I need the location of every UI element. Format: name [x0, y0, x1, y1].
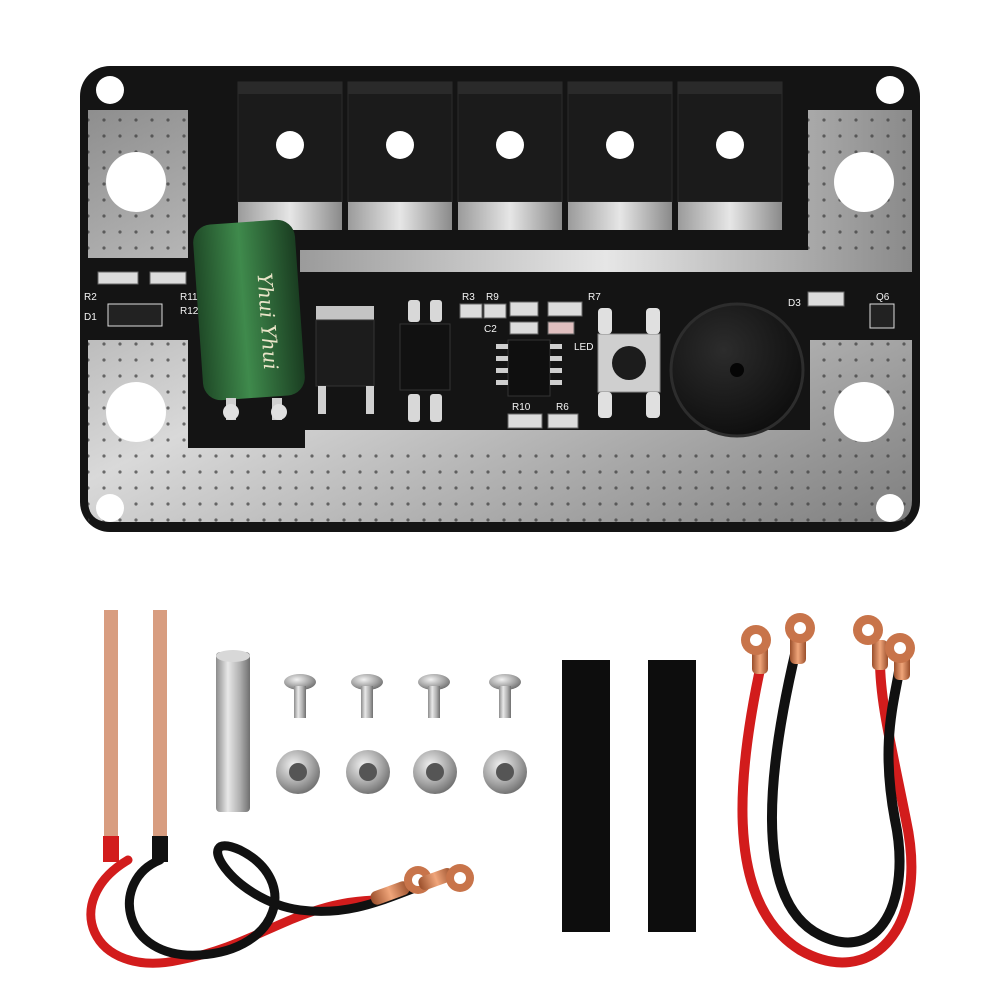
electrolytic-capacitor: Yhui Yhui [193, 219, 305, 420]
screw [418, 674, 450, 718]
terminal-hole [106, 382, 166, 442]
nut [276, 750, 320, 794]
tactile-button [597, 308, 661, 418]
label-r9: R9 [486, 292, 499, 303]
mosfet [457, 81, 563, 230]
label-r3: R3 [462, 292, 475, 303]
screw [284, 674, 316, 718]
ring-terminal [785, 613, 815, 664]
mounting-hole [876, 494, 904, 522]
welding-pen-leads [86, 585, 474, 968]
heat-shrink-tubes [562, 660, 696, 932]
nut [413, 750, 457, 794]
label-q6: Q6 [876, 292, 890, 303]
voltage-regulator [315, 306, 375, 414]
battery-cables [737, 613, 917, 968]
label-r12: R12 [180, 306, 199, 317]
mounting-hole [96, 494, 124, 522]
label-led: LED [574, 342, 593, 353]
mosfet-row [237, 81, 783, 230]
heat-shrink-tube [648, 660, 696, 932]
nickel-strip [216, 650, 250, 812]
terminal-hole [834, 152, 894, 212]
screws [284, 674, 521, 718]
silkscreen-labels: R2 D1 R11 R12 R3 R9 C2 R7 LED R10 R6 D3 … [84, 292, 890, 413]
mounting-hole [96, 76, 124, 104]
ring-terminal [853, 615, 888, 670]
label-d3: D3 [788, 298, 801, 309]
label-r7: R7 [588, 292, 601, 303]
label-d1: D1 [84, 312, 97, 323]
ring-terminal [418, 864, 474, 892]
terminal-hole [834, 382, 894, 442]
label-r11: R11 [180, 292, 198, 303]
nut [346, 750, 390, 794]
optocoupler-chip [399, 300, 451, 422]
smd-components [97, 271, 895, 429]
screw [351, 674, 383, 718]
screw [489, 674, 521, 718]
spot-welder-pcb: Yhui Yhui [80, 66, 920, 532]
ring-terminal [885, 633, 915, 680]
terminal-hole [106, 152, 166, 212]
ring-terminal [741, 625, 771, 674]
label-r2: R2 [84, 292, 97, 303]
mosfet [237, 81, 343, 230]
heat-shrink-tube [562, 660, 610, 932]
label-r6: R6 [556, 402, 569, 413]
label-r10: R10 [512, 402, 531, 413]
mosfet [567, 81, 673, 230]
mounting-hole [876, 76, 904, 104]
nut [483, 750, 527, 794]
label-c2: C2 [484, 324, 497, 335]
buzzer [669, 302, 805, 438]
microcontroller-chip [496, 339, 562, 397]
mosfet [677, 81, 783, 230]
mosfet [347, 81, 453, 230]
nuts [276, 750, 527, 794]
